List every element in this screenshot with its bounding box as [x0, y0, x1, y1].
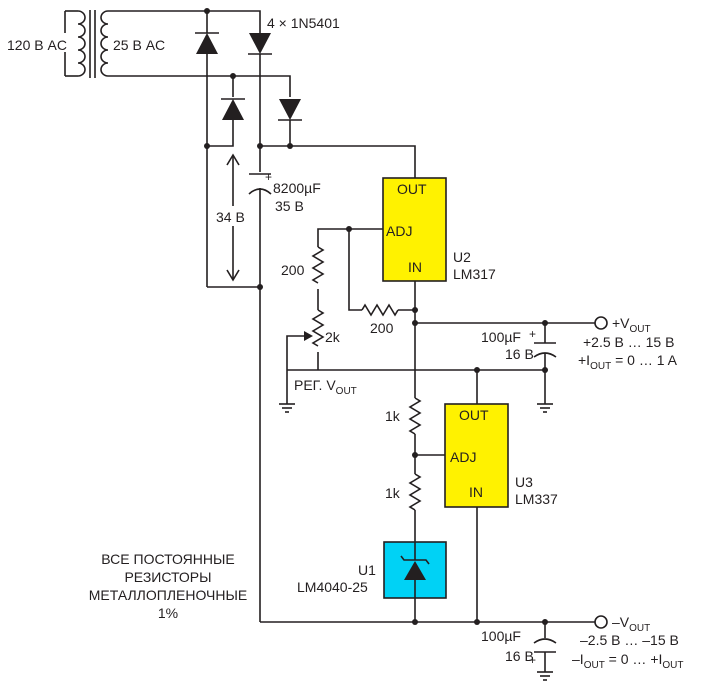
- ground-symbol-3: [537, 671, 553, 681]
- pos-out-terminal: [594, 316, 608, 330]
- u1-ref: U1: [358, 562, 376, 578]
- diode-d2: [248, 33, 272, 55]
- u3-out-pin: OUT: [459, 407, 489, 423]
- cap1-value: 8200µF: [273, 180, 321, 196]
- neg-cap-value: 100µF: [481, 628, 521, 644]
- note-line-1: ВСЕ ПОСТОЯННЫЕ: [101, 551, 234, 567]
- transformer: [64, 10, 109, 78]
- pos-cap-voltage: 16 В: [505, 346, 534, 362]
- secondary-voltage-label: 25 В AC: [113, 37, 165, 53]
- reg-vout-label: РЕГ. VOUT: [294, 377, 357, 397]
- neg-cap-plus: +: [529, 653, 536, 667]
- neg-cap-voltage: 16 В: [505, 648, 534, 664]
- r1k-lower-label: 1k: [385, 485, 401, 501]
- neg-out-terminal: [594, 615, 608, 629]
- diode-d1: [195, 32, 219, 54]
- resistor-1k-lower: [408, 473, 422, 511]
- ground-symbol-2: [537, 403, 553, 413]
- neg-out-capacitor: [533, 622, 557, 672]
- u3-adj-pin: ADJ: [450, 449, 476, 465]
- resistor-1k-upper: [408, 397, 422, 435]
- note-line-4: 1%: [158, 605, 178, 621]
- u1-part: LM4040-25: [297, 579, 368, 595]
- pot-2k-label: 2k: [325, 329, 341, 345]
- potentiometer-2k: [286, 309, 325, 363]
- u2-ref: U2: [453, 249, 471, 265]
- u2-adj-pin: ADJ: [386, 223, 412, 239]
- u2-part: LM317: [453, 266, 496, 282]
- cap1-voltage: 35 В: [275, 198, 304, 214]
- resistor-200-vertical: [311, 246, 325, 284]
- note-line-2: РЕЗИСТОРЫ: [124, 569, 211, 585]
- u3-ref: U3: [515, 474, 533, 490]
- neg-out-range: –2.5 В … –15 В: [580, 632, 679, 648]
- neg-out-label: –VOUT: [612, 614, 650, 634]
- junction-dots: [204, 8, 548, 625]
- resistor-200-horizontal: [361, 303, 399, 317]
- r200-vertical-label: 200: [281, 262, 305, 278]
- r1k-upper-label: 1k: [385, 408, 401, 424]
- r200-horizontal-label: 200: [370, 320, 394, 336]
- pos-out-capacitor: [533, 323, 557, 404]
- bulk-capacitor: [248, 173, 272, 622]
- primary-voltage-label: 120 В AC: [7, 37, 67, 53]
- u2-out-pin: OUT: [397, 181, 427, 197]
- ground-symbol-1: [279, 403, 295, 413]
- pos-out-range: +2.5 В … 15 В: [583, 334, 674, 350]
- pos-cap-value: 100µF: [481, 329, 521, 345]
- voltage-34-label: 34 В: [216, 209, 245, 225]
- note-line-3: МЕТАЛЛОПЛЕНОЧНЫЕ: [89, 587, 247, 603]
- neg-out-current: –IOUT = 0 … +IOUT: [572, 651, 684, 671]
- diode-d4: [278, 99, 302, 121]
- zener-diode-icon: [400, 542, 430, 622]
- pos-out-label: +VOUT: [612, 315, 651, 335]
- pos-cap-plus: +: [529, 327, 536, 341]
- pos-out-current: +IOUT = 0 … 1 A: [578, 352, 678, 372]
- u3-part: LM337: [515, 491, 558, 507]
- u3-in-pin: IN: [469, 484, 483, 500]
- diode-d3: [221, 98, 245, 120]
- diodes-label: 4 × 1N5401: [267, 15, 340, 31]
- u2-in-pin: IN: [408, 259, 422, 275]
- u3-regulator: [444, 403, 509, 508]
- cap1-plus: +: [265, 170, 272, 184]
